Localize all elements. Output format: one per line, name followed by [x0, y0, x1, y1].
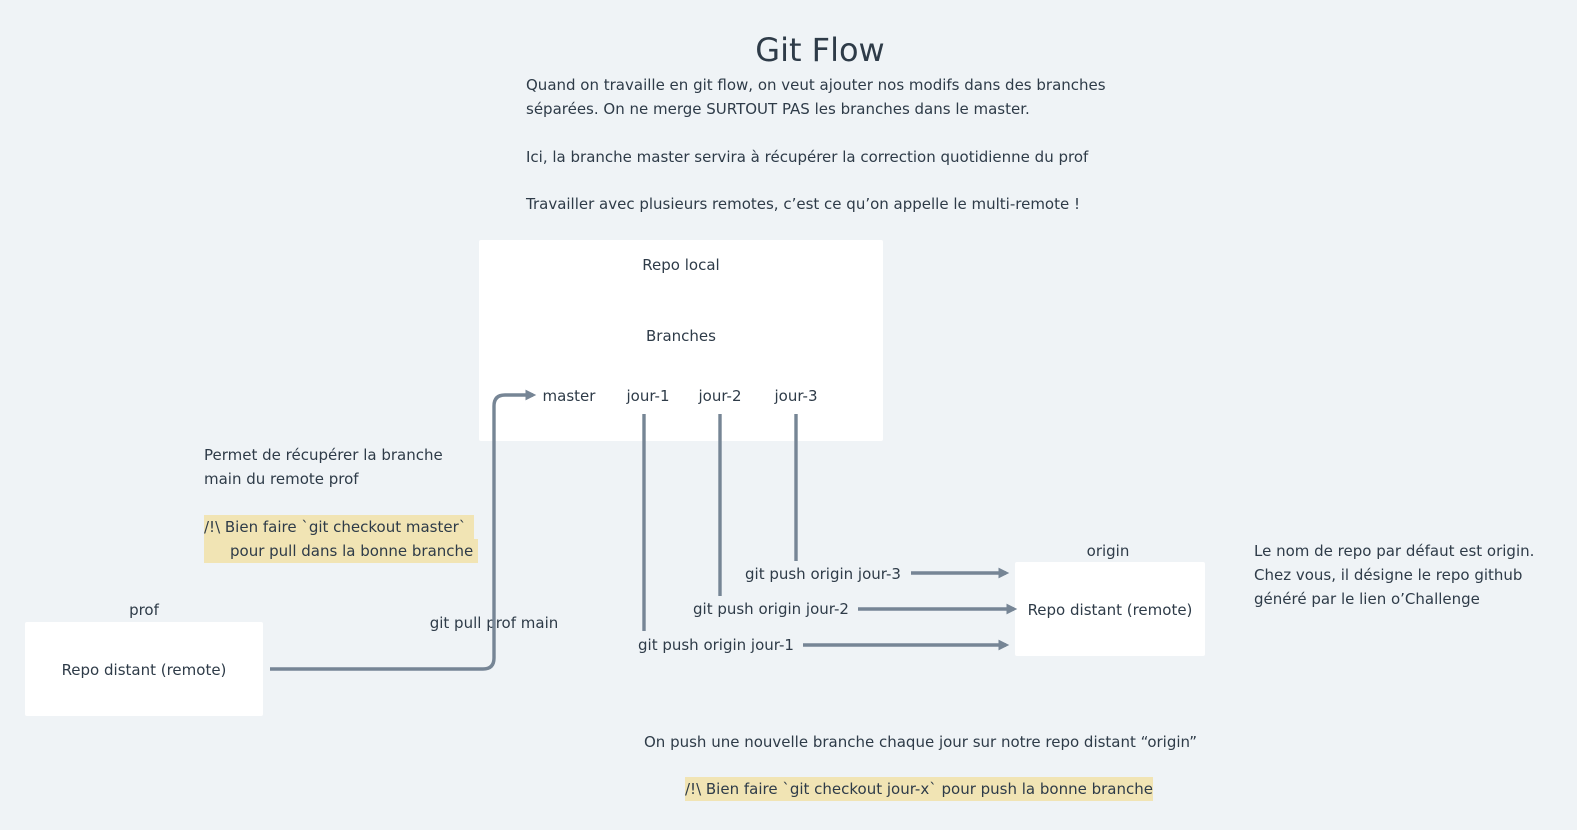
origin-remote-box: Repo distant (remote): [1015, 562, 1205, 656]
origin-remote-name: origin: [1086, 542, 1130, 560]
page-title: Git Flow: [755, 31, 885, 69]
intro-line-4: Travailler avec plusieurs remotes, c’est…: [526, 195, 1080, 213]
local-repo-box: Repo local Branches master jour-1 jour-2…: [479, 240, 883, 441]
intro-line-1: Quand on travaille en git flow, on veut …: [526, 76, 1106, 94]
push-warning: /!\ Bien faire `git checkout jour-x` pou…: [685, 777, 1153, 801]
prof-remote-box: Repo distant (remote): [25, 622, 263, 716]
origin-note-line-2: Chez vous, il désigne le repo github: [1254, 566, 1523, 584]
push-note-line: On push une nouvelle branche chaque jour…: [644, 733, 1197, 751]
branch-jour-1: jour-1: [626, 387, 670, 405]
pull-warning-line-2-text: pour pull dans la bonne branche: [230, 542, 474, 560]
local-repo-title: Repo local: [642, 256, 720, 274]
push-jour-3-label: git push origin jour-3: [745, 565, 901, 583]
origin-remote-label: Repo distant (remote): [1027, 601, 1193, 619]
prof-remote-name: prof: [129, 601, 159, 619]
origin-note-line-1: Le nom de repo par défaut est origin.: [1254, 542, 1535, 560]
branch-jour-3: jour-3: [774, 387, 818, 405]
pull-warning-line-1: /!\ Bien faire `git checkout master`: [204, 515, 474, 539]
pull-note-line-1: Permet de récupérer la branche: [204, 446, 443, 464]
pull-warning-line-2: pour pull dans la bonne branche: [204, 539, 478, 563]
branch-master: master: [542, 387, 596, 405]
pull-note-line-2: main du remote prof: [204, 470, 359, 488]
branches-label: Branches: [646, 327, 716, 345]
intro-line-3: Ici, la branche master servira à récupér…: [526, 148, 1089, 166]
branch-jour-2: jour-2: [698, 387, 742, 405]
prof-remote-label: Repo distant (remote): [61, 661, 227, 679]
push-jour-2-label: git push origin jour-2: [693, 600, 849, 618]
push-jour-1-label: git push origin jour-1: [638, 636, 794, 654]
origin-note-line-3: généré par le lien o’Challenge: [1254, 590, 1480, 608]
pull-command-label: git pull prof main: [429, 614, 559, 632]
intro-line-2: séparées. On ne merge SURTOUT PAS les br…: [526, 100, 1030, 118]
